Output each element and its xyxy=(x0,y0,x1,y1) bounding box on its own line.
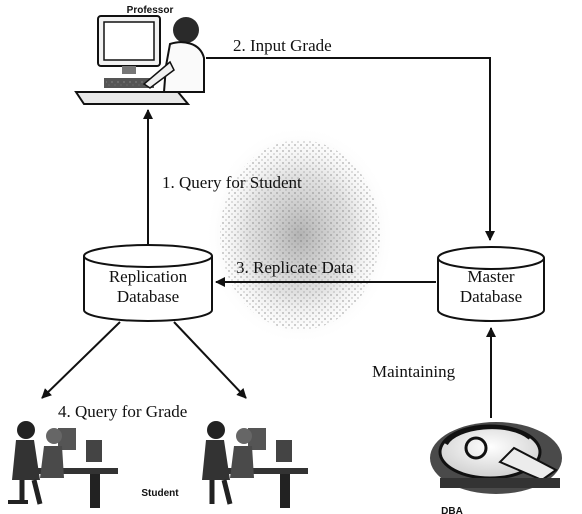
replication-database: Replication Database xyxy=(83,244,213,322)
master-database: Master Database xyxy=(437,246,545,322)
professor-label: Professor xyxy=(127,5,174,16)
label-query-for-student: 1. Query for Student xyxy=(162,173,302,192)
replication-database-line1: Replication xyxy=(109,267,188,286)
master-database-line2: Database xyxy=(460,287,522,306)
label-maintaining: Maintaining xyxy=(372,362,456,381)
professor-illustration xyxy=(74,15,205,105)
arrow-input-grade xyxy=(206,57,495,241)
replication-database-line2: Database xyxy=(117,287,179,306)
arrow-query-for-grade-left xyxy=(41,321,121,399)
master-database-line1: Master xyxy=(467,267,515,286)
student-label: Student xyxy=(141,488,179,499)
label-replicate-data: 3. Replicate Data xyxy=(236,258,354,277)
student-illustration-left xyxy=(8,421,118,508)
dba-illustration xyxy=(430,422,562,494)
student-illustration-right xyxy=(202,421,308,508)
arrow-query-for-grade-right xyxy=(173,321,247,399)
dba-label: DBA xyxy=(441,506,463,514)
label-input-grade: 2. Input Grade xyxy=(233,36,332,55)
center-noise-texture xyxy=(205,125,395,345)
label-query-for-grade: 4. Query for Grade xyxy=(58,402,187,421)
